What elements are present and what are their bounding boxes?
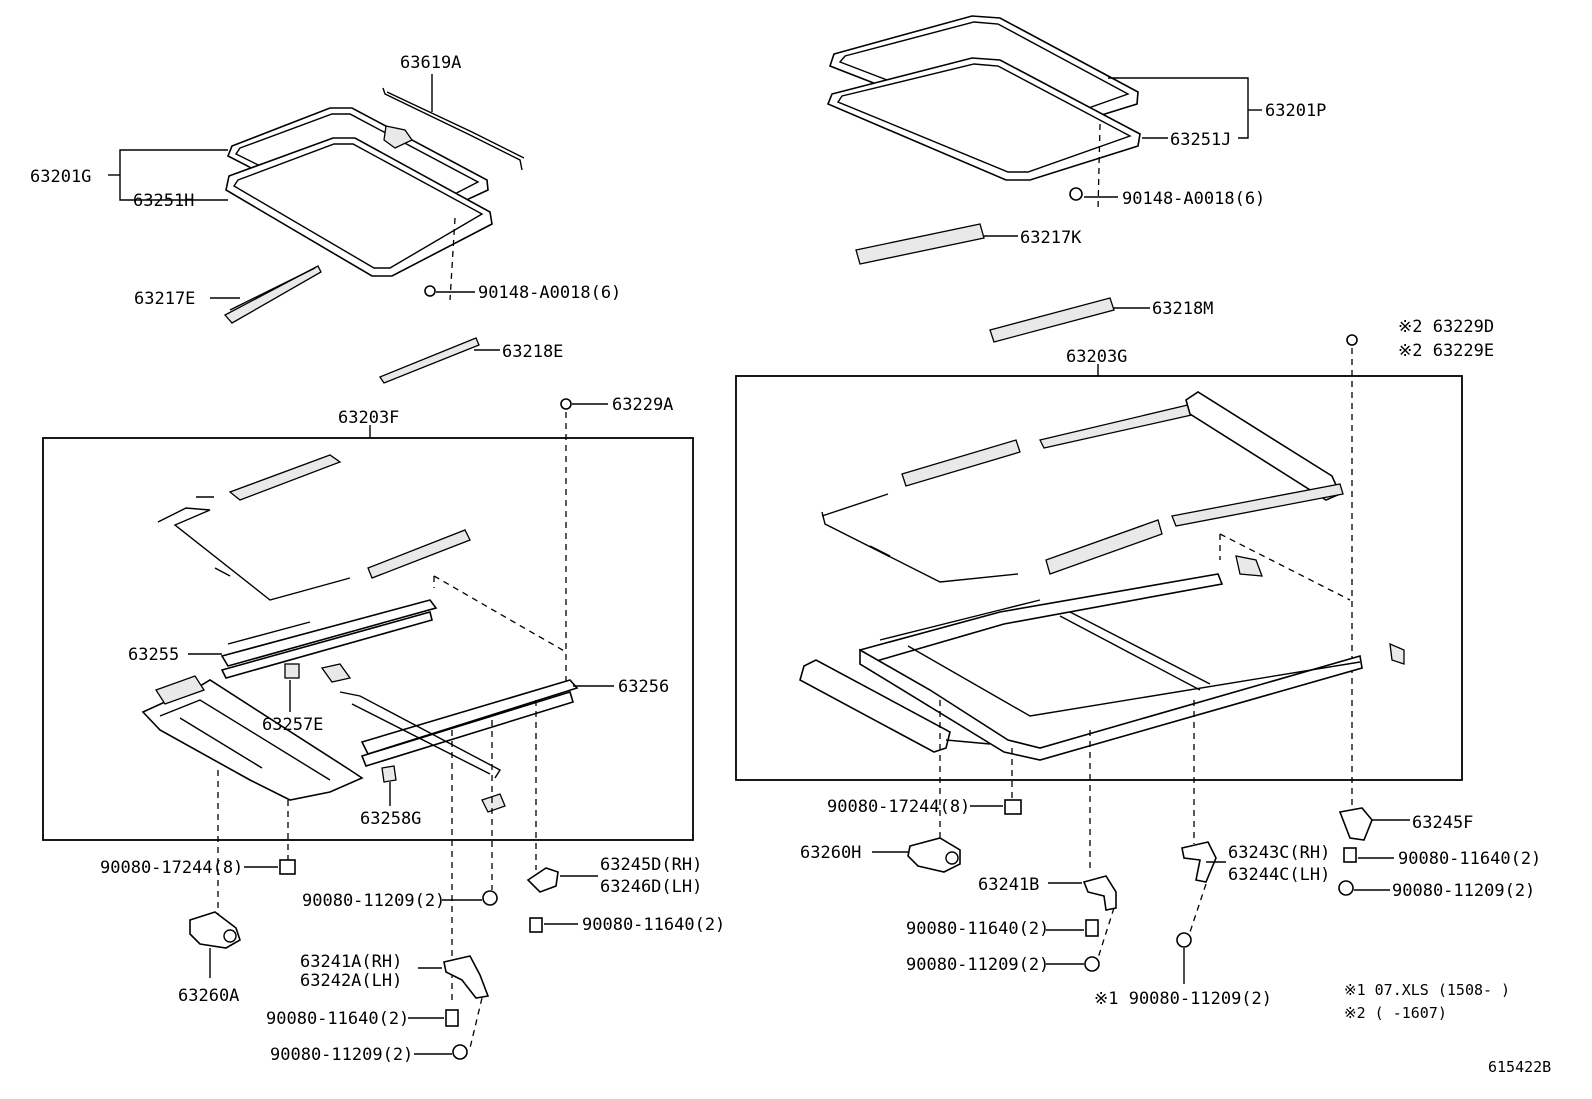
label-63217e: 63217E — [134, 289, 195, 309]
label-63251j: 63251J — [1170, 130, 1231, 150]
label-63257e: 63257E — [262, 715, 323, 735]
bracket-63241b — [1082, 875, 1117, 911]
label-63229e: ※2 63229E — [1398, 341, 1494, 361]
label-90080-11640-left1: 90080-11640(2) — [582, 915, 725, 935]
label-63245d: 63245D(RH) — [600, 855, 702, 875]
label-63229a: 63229A — [612, 395, 673, 415]
label-90148-right: 90148-A0018(6) — [1122, 189, 1265, 209]
label-90080-11209-right1: 90080-11209(2) — [1392, 881, 1535, 901]
clip-63229d — [1346, 334, 1358, 346]
label-90080-11209-left1: 90080-11209(2) — [302, 891, 445, 911]
clip-90148-left — [424, 285, 436, 297]
label-63241a: 63241A(RH) — [300, 952, 402, 972]
nut-90080-11209-right1 — [1338, 880, 1354, 896]
bolt-90080-11640-right2 — [1085, 919, 1099, 937]
nut-90080-11209-right2 — [1084, 956, 1100, 972]
label-90080-11640-left2: 90080-11640(2) — [266, 1009, 409, 1029]
assembly-box-63203g — [735, 375, 1463, 781]
label-63246d: 63246D(LH) — [600, 877, 702, 897]
label-90080-11209-right3: ※1 90080-11209(2) — [1094, 989, 1272, 1009]
label-63218e: 63218E — [502, 342, 563, 362]
part-63203g-internals — [799, 391, 1405, 761]
label-63201g: 63201G — [30, 167, 91, 187]
bolt-90080-11640-left1 — [529, 917, 543, 933]
label-63241b: 63241B — [978, 875, 1039, 895]
diagram-code: 615422B — [1488, 1058, 1551, 1076]
label-63201p: 63201P — [1265, 101, 1326, 121]
note-2: ※2 ( -1607) — [1344, 1004, 1447, 1022]
part-63218e-drawing — [379, 337, 480, 384]
label-63203g: 63203G — [1066, 347, 1127, 367]
label-90080-17244-right: 90080-17244(8) — [827, 797, 970, 817]
clip-63229a — [560, 398, 572, 410]
nut-90080-11209-right3 — [1176, 932, 1192, 948]
label-63260h: 63260H — [800, 843, 861, 863]
part-63218m-drawing — [989, 297, 1115, 343]
note-1: ※1 07.XLS (1508- ) — [1344, 981, 1510, 999]
part-63619a-drawing — [382, 87, 525, 171]
part-63217e-drawing — [223, 265, 322, 324]
part-63201g-glass-drawing — [225, 107, 493, 277]
motor-63260h — [907, 837, 961, 873]
nut-90080-11209-left1 — [482, 890, 498, 906]
bracket-63245f — [1338, 807, 1373, 841]
label-90148-left: 90148-A0018(6) — [478, 283, 621, 303]
bolt-90080-11640-right1 — [1343, 847, 1357, 863]
clip-90148-right — [1069, 187, 1083, 201]
label-90080-11209-left2: 90080-11209(2) — [270, 1045, 413, 1065]
label-63242a: 63242A(LH) — [300, 971, 402, 991]
label-90080-11640-right1: 90080-11640(2) — [1398, 849, 1541, 869]
label-63218m: 63218M — [1152, 299, 1213, 319]
part-63217k-drawing — [855, 223, 985, 265]
label-90080-11209-right2: 90080-11209(2) — [906, 955, 1049, 975]
label-90080-11640-right2: 90080-11640(2) — [906, 919, 1049, 939]
nut-90080-11209-left2 — [452, 1044, 468, 1060]
label-90080-17244-left: 90080-17244(8) — [100, 858, 243, 878]
bracket-63245d — [526, 867, 559, 893]
label-63244c: 63244C(LH) — [1228, 865, 1330, 885]
bracket-63243c — [1181, 841, 1217, 883]
label-63258g: 63258G — [360, 809, 421, 829]
label-63243c: 63243C(RH) — [1228, 843, 1330, 863]
label-63260a: 63260A — [178, 986, 239, 1006]
assembly-box-63203f — [42, 437, 694, 841]
label-63256: 63256 — [618, 677, 669, 697]
motor-63260a — [189, 911, 241, 949]
nut-90080-17244-left — [279, 859, 296, 875]
label-63619a: 63619A — [400, 53, 461, 73]
bracket-63241a — [443, 955, 490, 999]
label-63203f: 63203F — [338, 408, 399, 428]
label-63245f: 63245F — [1412, 813, 1473, 833]
bolt-90080-11640-left2 — [445, 1009, 459, 1027]
nut-90080-17244-right — [1004, 799, 1022, 815]
part-63203f-internals — [141, 454, 579, 813]
part-63201p-glass-drawing — [826, 15, 1141, 181]
label-63229d: ※2 63229D — [1398, 317, 1494, 337]
label-63217k: 63217K — [1020, 228, 1082, 248]
label-63255: 63255 — [128, 645, 179, 665]
label-63251h: 63251H — [133, 191, 194, 211]
